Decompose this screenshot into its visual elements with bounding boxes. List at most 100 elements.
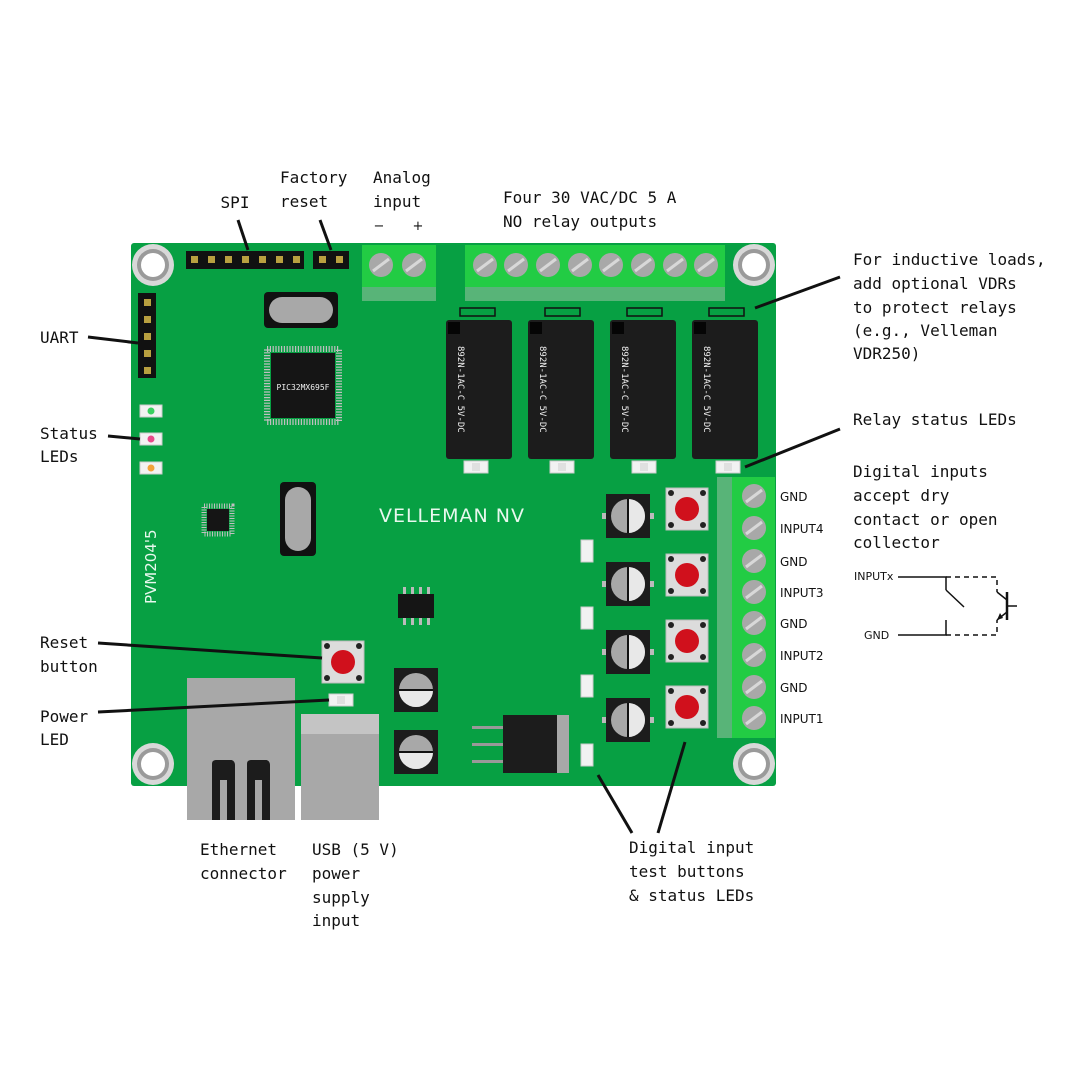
label-vdr-line4: (e.g., Velleman (853, 321, 998, 340)
label-analog-input-line1: Analog (373, 168, 431, 187)
input-schematic: INPUTx GND (854, 570, 1017, 642)
label-analog-input-line2: input (373, 192, 421, 211)
leader-factory-reset (318, 219, 333, 251)
terminal-screw (536, 253, 560, 277)
label-digital-test-line1: Digital input (629, 838, 754, 857)
leader-spi (236, 219, 250, 251)
crystal-vertical (280, 482, 316, 556)
terminal-screw (599, 253, 623, 277)
soic-chip (398, 587, 434, 625)
terminal-screw (742, 549, 766, 573)
label-usb-line1: USB (5 V) (312, 840, 399, 859)
relay-status-leds (463, 460, 741, 474)
crystal-top (264, 292, 338, 328)
label-factory-reset-line2: reset (280, 192, 328, 211)
relay-label: 892N-1AC-C 5V-DC (455, 346, 465, 433)
leader-reset-button (97, 641, 323, 660)
terminal-screw (742, 516, 766, 540)
ethernet-connector (187, 678, 295, 820)
schematic-wire (898, 620, 947, 636)
label-power-led-line1: Power (40, 707, 89, 726)
terminal-screw (473, 253, 497, 277)
terminal-screw (402, 253, 426, 277)
label-vdr-line2: add optional VDRs (853, 274, 1017, 293)
terminal-screw (504, 253, 528, 277)
test-button[interactable] (665, 487, 709, 531)
leader-status-leds (107, 434, 141, 441)
terminal-screw (631, 253, 655, 277)
voltage-regulator (472, 715, 569, 773)
label-relay-status-leds: Relay status LEDs (853, 410, 1017, 429)
label-ethernet-line2: connector (200, 864, 287, 883)
label-relay-outputs-line1: Four 30 VAC/DC 5 A (503, 188, 677, 207)
capacitor (394, 668, 438, 712)
label-vdr-line1: For inductive loads, (853, 250, 1046, 269)
leader-vdr (754, 275, 841, 310)
input-terminal-block (717, 477, 775, 738)
label-status-leds-line2: LEDs (40, 447, 79, 466)
mcu-chip: PIC32MX695F (264, 346, 342, 425)
label-reset-button-line1: Reset (40, 633, 88, 652)
label-reset-button-line2: button (40, 657, 98, 676)
vdr-footprints (459, 307, 745, 317)
relay: 892N-1AC-C 5V-DC (528, 320, 594, 459)
leader-relay-leds (744, 427, 841, 469)
schematic-transistor-collector (996, 591, 1008, 601)
usb-connector (301, 714, 379, 820)
label-power-led-line2: LED (40, 730, 69, 749)
schematic-wire (898, 576, 947, 590)
relay-label: 892N-1AC-C 5V-DC (701, 346, 711, 433)
spi-header (186, 251, 304, 269)
label-status-leds-line1: Status (40, 424, 98, 443)
mcu-label: PIC32MX695F (277, 383, 330, 392)
analog-terminal-block (362, 245, 436, 301)
test-buttons (665, 487, 709, 729)
terminal-label: INPUT1 (780, 712, 824, 726)
label-relay-outputs-line2: NO relay outputs (503, 212, 657, 231)
label-factory-reset-line1: Factory (280, 168, 348, 187)
digital-input-leds (580, 539, 594, 767)
power-led (328, 693, 354, 707)
reset-button[interactable] (321, 640, 365, 684)
relay-terminal-block (465, 245, 725, 301)
test-button[interactable] (665, 619, 709, 663)
label-digital-note-line2: accept dry (853, 486, 950, 505)
terminal-screw (742, 643, 766, 667)
test-button[interactable] (665, 553, 709, 597)
terminal-screw (742, 675, 766, 699)
label-uart: UART (40, 328, 79, 347)
terminal-screw (369, 253, 393, 277)
test-button[interactable] (665, 685, 709, 729)
schematic-switch (945, 589, 965, 608)
terminal-label: GND (780, 681, 808, 695)
relay-label: 892N-1AC-C 5V-DC (619, 346, 629, 433)
label-digital-note-line3: contact or open (853, 510, 998, 529)
terminal-screw (742, 611, 766, 635)
mounting-hole (132, 743, 174, 785)
mounting-hole (733, 743, 775, 785)
label-usb-line2: power (312, 864, 361, 883)
label-digital-test-line3: & status LEDs (629, 886, 754, 905)
schematic-emitter-arrow (997, 613, 1003, 620)
relay-label: 892N-1AC-C 5V-DC (537, 346, 547, 433)
terminal-label: GND (780, 555, 808, 569)
schematic-dashed-wire (946, 576, 998, 592)
capacitor (602, 562, 654, 606)
terminal-screw (742, 484, 766, 508)
terminal-label: INPUT3 (780, 586, 824, 600)
label-digital-note-line1: Digital inputs (853, 462, 988, 481)
label-vdr-line5: VDR250) (853, 344, 920, 363)
capacitor (602, 698, 654, 742)
schematic-dashed-wire (946, 620, 998, 636)
mounting-hole (733, 244, 775, 286)
leader-digital-leds (596, 774, 634, 834)
label-analog-minus: − (374, 219, 385, 234)
leader-power-led (97, 698, 330, 714)
label-digital-note-line4: collector (853, 533, 940, 552)
uart-header (138, 293, 156, 378)
mounting-holes (132, 244, 775, 785)
terminal-screw (742, 580, 766, 604)
schematic-input-label: INPUTx (854, 570, 894, 583)
